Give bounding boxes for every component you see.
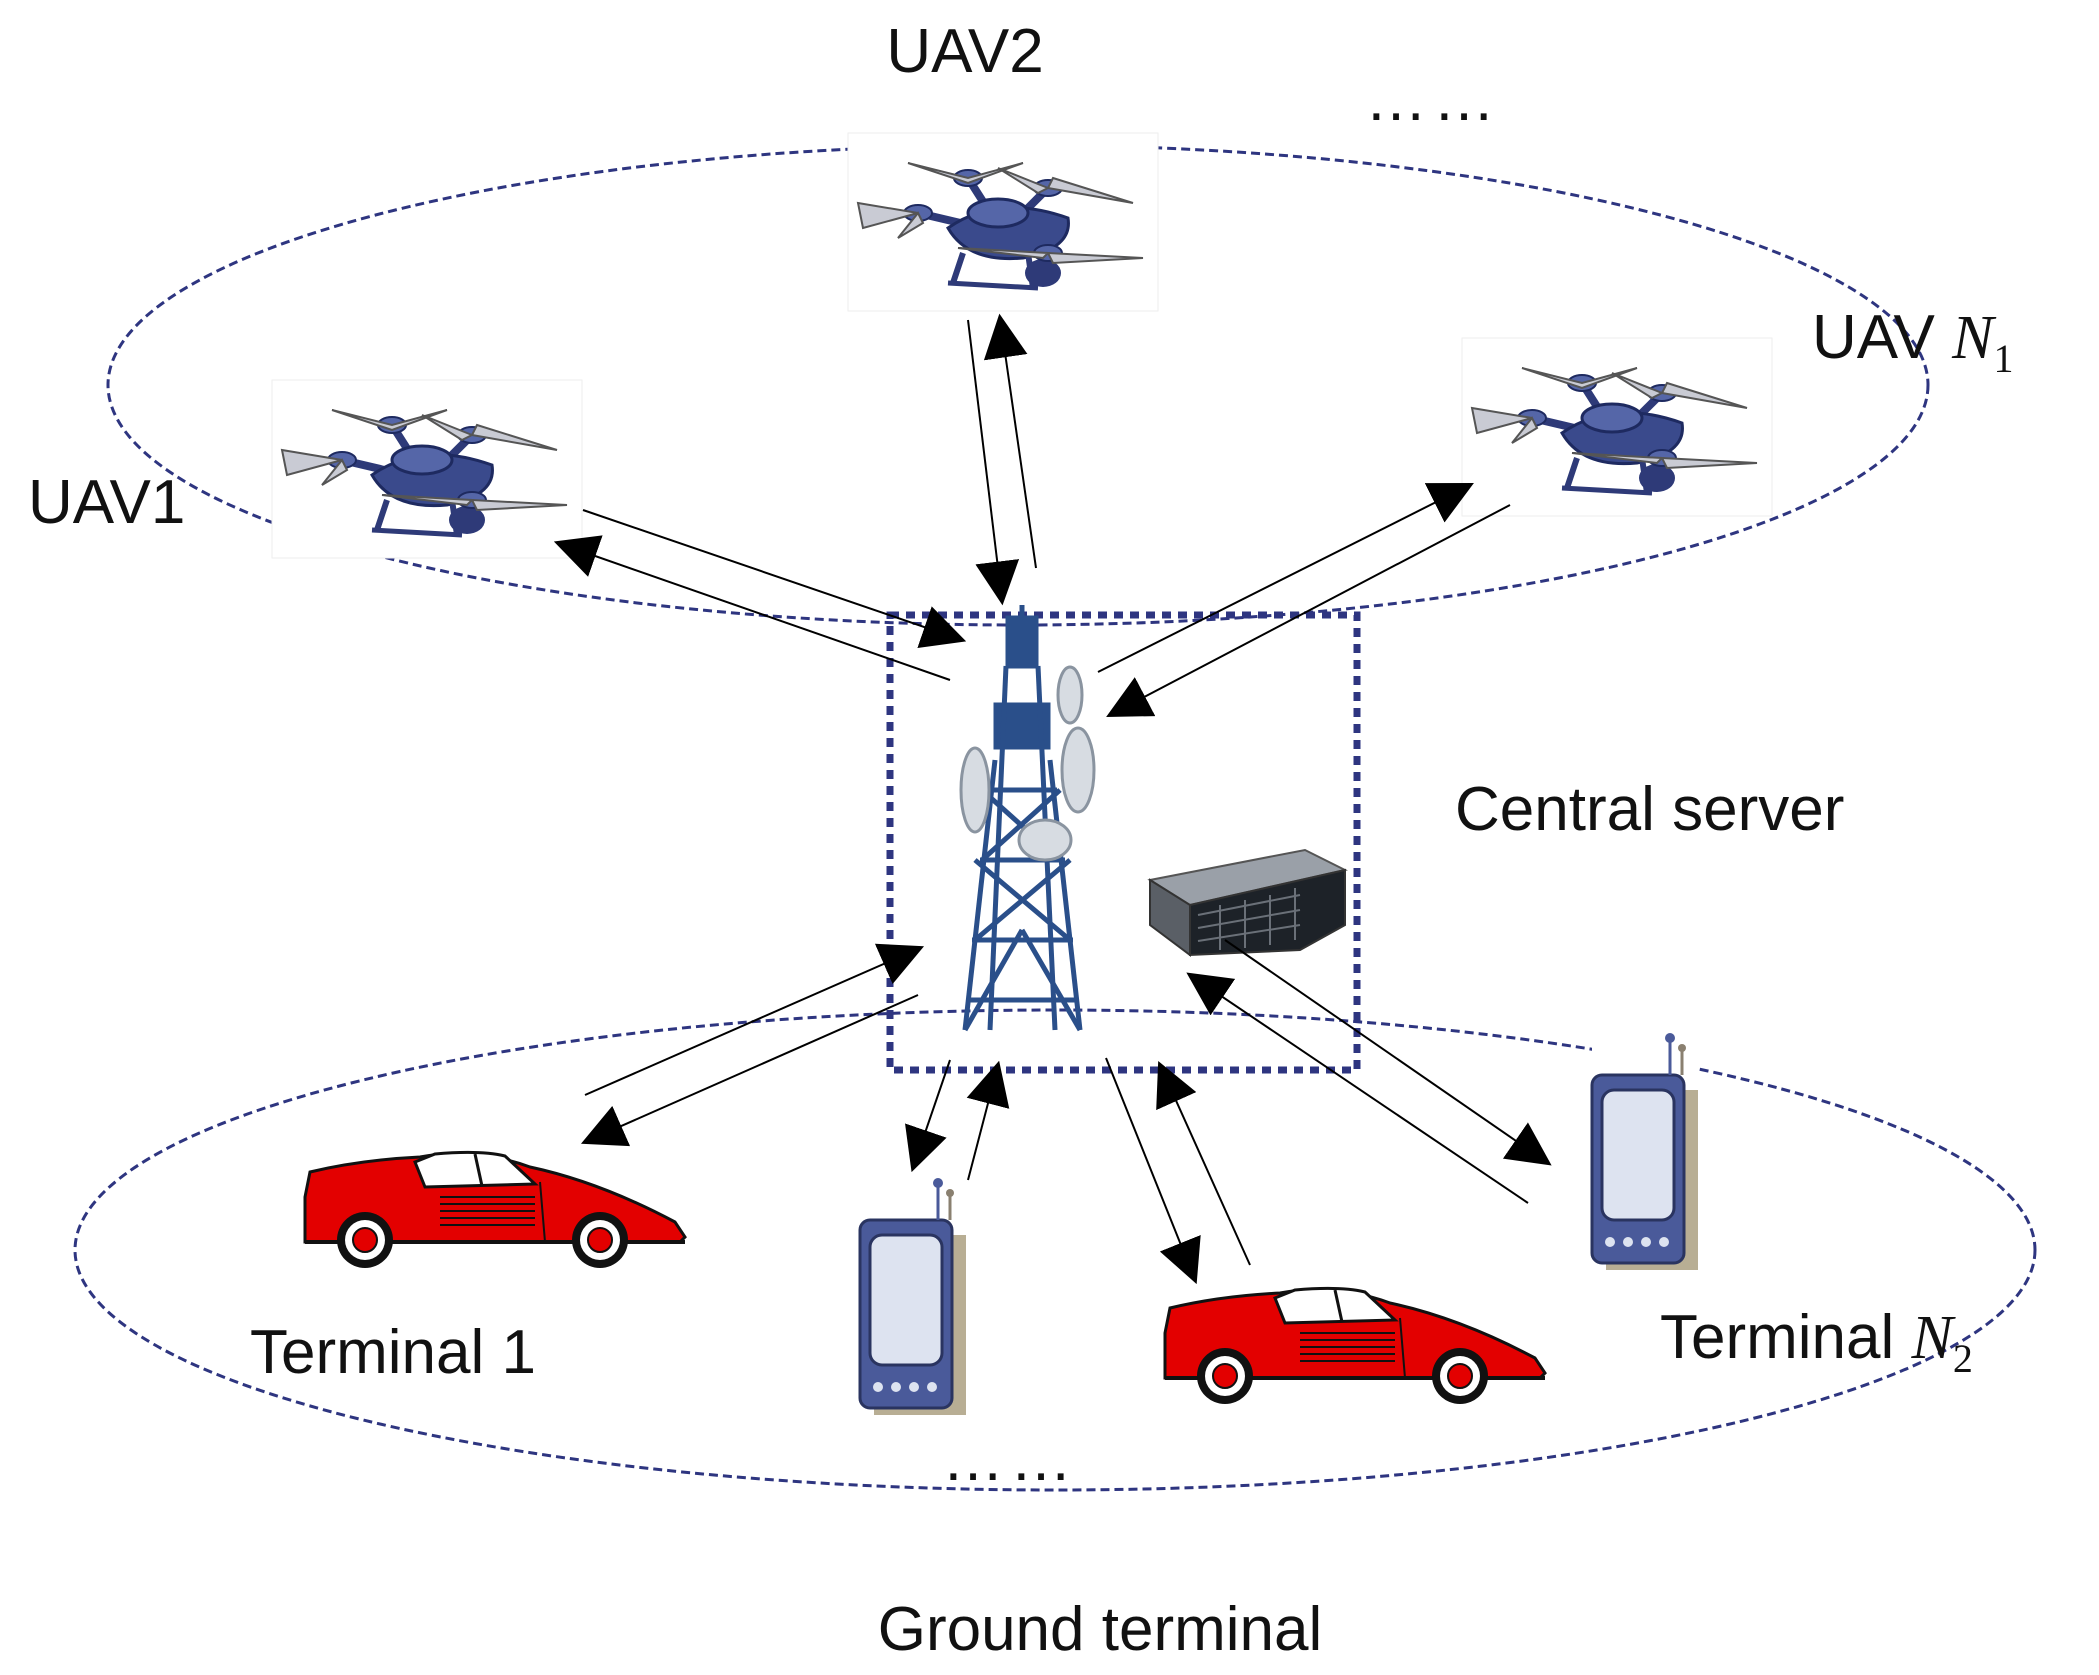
uav-n1-subscript: 1 (1993, 336, 2013, 381)
central-server-label: Central server (1455, 775, 1844, 844)
terminal-n2-symbol: N (1911, 1304, 1957, 1372)
communication-arrows (553, 313, 1552, 1285)
ellipsis-bottom: …… (942, 1425, 1078, 1494)
ellipsis-top: …… (1365, 65, 1501, 134)
terminal-device-icon (858, 1173, 968, 1417)
terminal-n2-label-prefix: Terminal (1660, 1303, 1912, 1372)
server-icon (1147, 848, 1348, 957)
terminal1-car-icon (303, 1150, 687, 1270)
terminal-n2-subscript: 2 (1953, 1336, 1973, 1381)
terminal1-label: Terminal 1 (250, 1318, 536, 1387)
ground-terminal-label: Ground terminal (878, 1595, 1323, 1664)
uav2-label: UAV2 (886, 17, 1043, 86)
uav-n1-label: UAV N1 (1812, 303, 2013, 381)
terminal-n2-label: Terminal N2 (1660, 1303, 1973, 1381)
uav2-drone-icon (848, 133, 1158, 311)
terminal-car-icon (1163, 1286, 1547, 1406)
uav1-label: UAV1 (28, 468, 185, 537)
uav-n1-symbol: N (1951, 304, 1997, 372)
terminal-n2-device-icon (1590, 1028, 1700, 1272)
central-server-boundary (886, 611, 1361, 1074)
uav1-drone-icon (272, 380, 582, 558)
antenna-icon (959, 665, 1096, 862)
uav-n1-label-prefix: UAV (1812, 303, 1952, 372)
ground-layer-boundary (73, 1008, 2037, 1492)
uav-n1-drone-icon (1462, 338, 1772, 516)
